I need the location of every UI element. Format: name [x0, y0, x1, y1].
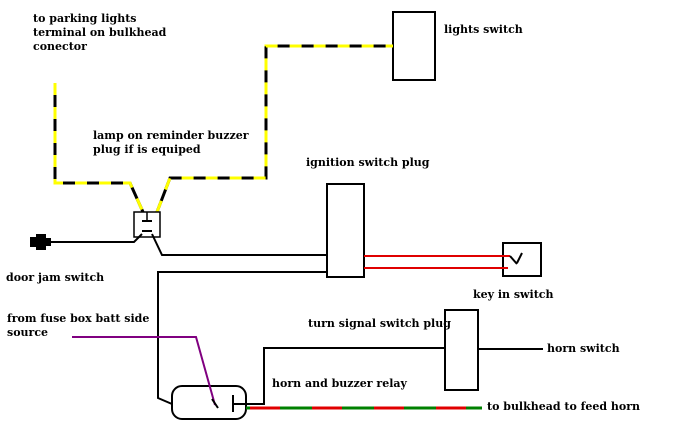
door-jam-wire: [51, 233, 327, 256]
lights-switch-box: [392, 11, 436, 81]
label-parking-lights: to parking lights terminal on bulkhead c…: [33, 12, 167, 53]
label-lights-switch: lights switch: [444, 23, 523, 36]
key-in-switch-box: [502, 242, 542, 277]
label-turn-signal-plug: turn signal switch plug: [308, 317, 451, 330]
ignition-to-relay-wire: [157, 271, 327, 405]
label-fuse-box: from fuse box batt side source: [7, 312, 150, 339]
lamp-reminder-plug: [133, 211, 161, 238]
label-door-jam-switch: door jam switch: [6, 271, 105, 284]
door-jam-switch-symbol: [30, 234, 51, 250]
fuse-box-wire: [72, 336, 216, 406]
relay-to-turn-signal-wire: [233, 347, 445, 405]
label-horn-switch: horn switch: [547, 342, 620, 355]
key-switch-wires: [364, 252, 523, 269]
label-ignition-switch-plug: ignition switch plug: [306, 156, 430, 169]
label-bulkhead-horn: to bulkhead to feed horn: [487, 400, 641, 413]
label-horn-relay: horn and buzzer relay: [272, 377, 407, 390]
ignition-switch-plug-box: [326, 183, 365, 278]
relay-contact: [211, 398, 219, 409]
label-key-in-switch: key in switch: [473, 288, 554, 301]
horn-relay-box: [171, 385, 247, 420]
turn-signal-plug-box: [444, 309, 479, 391]
label-lamp-reminder: lamp on reminder buzzer plug if is equip…: [93, 129, 249, 156]
parking-lights-wire: [53, 44, 393, 213]
